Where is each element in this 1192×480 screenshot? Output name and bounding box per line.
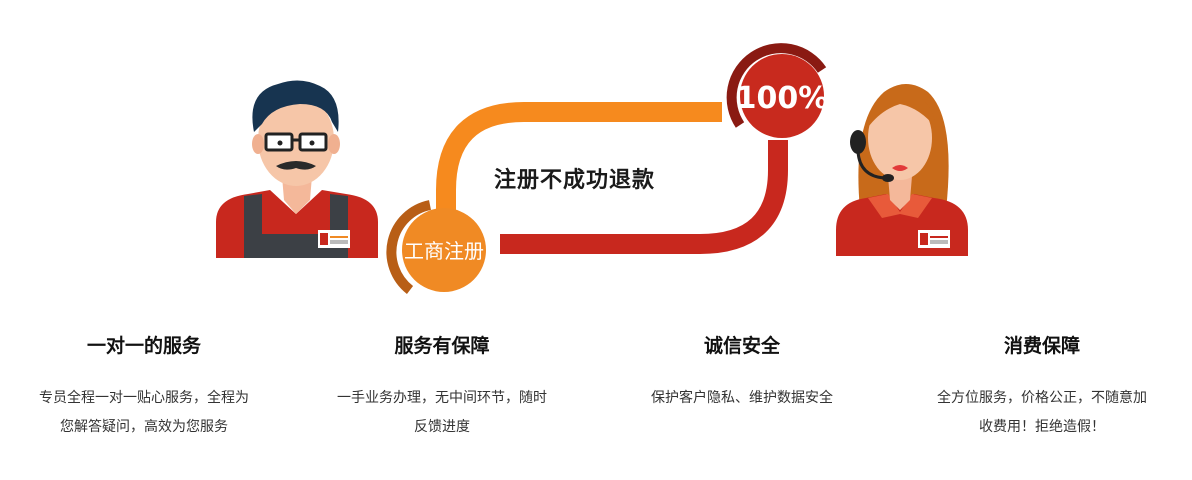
feature-description: 专员全程一对一贴心服务，全程为 您解答疑问，高效为您服务 (14, 384, 274, 442)
feature-list: 一对一的服务 专员全程一对一贴心服务，全程为 您解答疑问，高效为您服务 服务有保… (0, 330, 1192, 480)
feature-desc-line: 保护客户隐私、维护数据安全 (651, 390, 833, 406)
headset-icon (850, 130, 894, 182)
feature-desc-line: 您解答疑问，高效为您服务 (60, 419, 228, 435)
feature-service-guarantee: 服务有保障 一手业务办理，无中间环节，随时 反馈进度 (312, 330, 572, 442)
feature-description: 全方位服务，价格公正，不随意加 收费用！拒绝造假！ (912, 384, 1172, 442)
badge-left-text: 工商注册 (404, 239, 484, 263)
feature-consumer-protection: 消费保障 全方位服务，价格公正，不随意加 收费用！拒绝造假！ (912, 330, 1172, 442)
banner-svg: 工商注册 100% (216, 43, 968, 294)
feature-integrity-security: 诚信安全 保护客户隐私、维护数据安全 (612, 330, 872, 413)
business-registration-badge: 工商注册 (386, 200, 486, 294)
female-agent-illustration (836, 84, 968, 256)
hundred-percent-badge: 100% (726, 43, 829, 138)
feature-title: 诚信安全 (703, 335, 780, 357)
orange-connector-path (436, 102, 722, 210)
refund-headline: 注册不成功退款 (494, 168, 656, 193)
badge-right-text: 100% (736, 81, 829, 116)
feature-desc-line: 全方位服务，价格公正，不随意加 (937, 390, 1147, 406)
feature-desc-line: 专员全程一对一贴心服务，全程为 (39, 390, 249, 406)
feature-desc-line: 反馈进度 (414, 419, 470, 435)
feature-title: 一对一的服务 (86, 335, 201, 357)
male-staff-illustration (216, 80, 378, 258)
feature-one-on-one-service: 一对一的服务 专员全程一对一贴心服务，全程为 您解答疑问，高效为您服务 (14, 330, 274, 442)
feature-desc-line: 一手业务办理，无中间环节，随时 (337, 390, 547, 406)
feature-description: 保护客户隐私、维护数据安全 (612, 384, 872, 413)
feature-title: 消费保障 (1003, 335, 1080, 357)
feature-title: 服务有保障 (394, 335, 490, 357)
red-connector-path (500, 140, 788, 254)
feature-desc-line: 收费用！拒绝造假！ (979, 419, 1105, 435)
banner-illustration: 工商注册 100% (216, 43, 968, 294)
feature-description: 一手业务办理，无中间环节，随时 反馈进度 (312, 384, 572, 442)
